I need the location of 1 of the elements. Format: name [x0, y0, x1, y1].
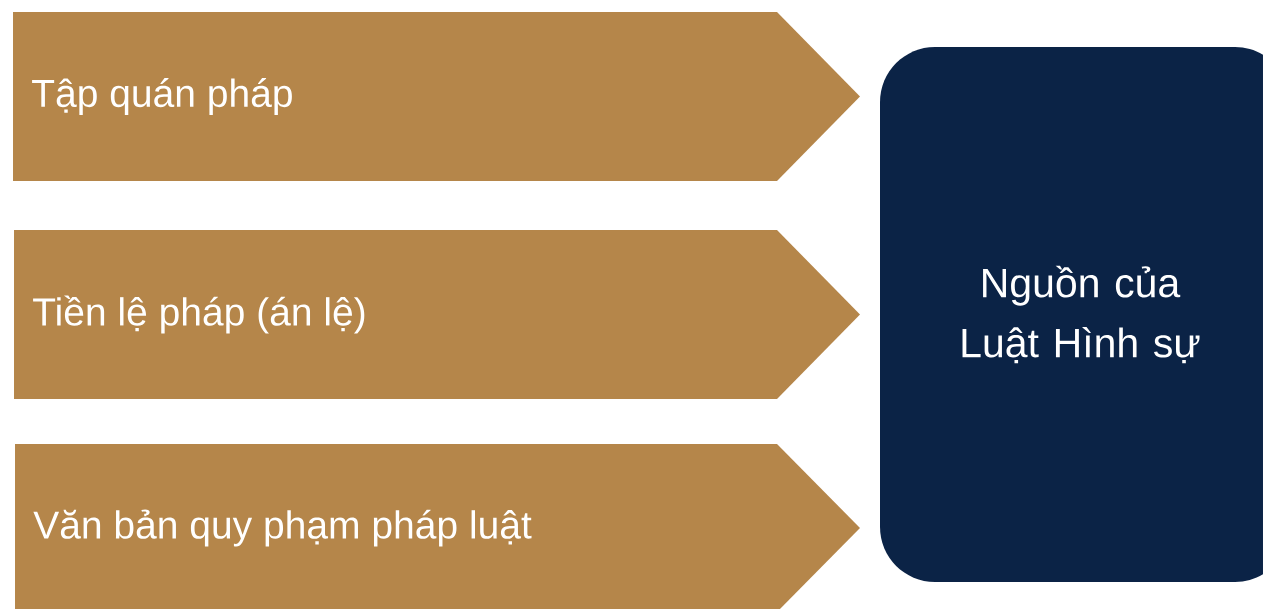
rounded-box: Nguồn của Luật Hình sự [880, 47, 1263, 582]
